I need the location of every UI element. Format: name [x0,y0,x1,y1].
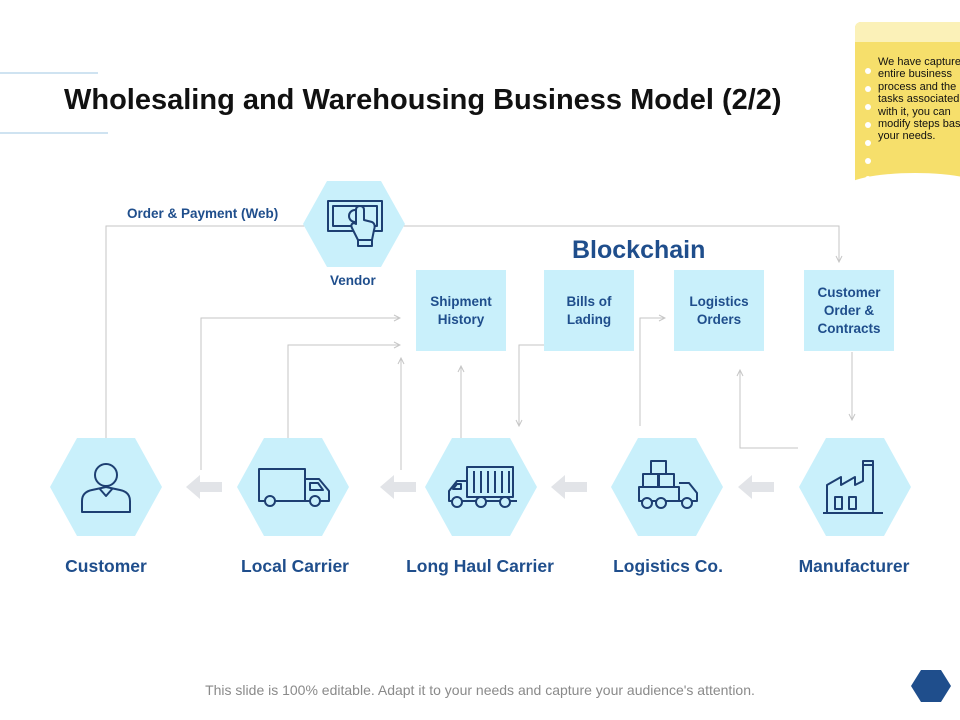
connector-localcarrier-shipment [287,345,400,438]
flow-arrow-2 [380,475,416,499]
connector-logistics-orders [639,318,665,426]
connector-bills-longhaul [519,344,544,426]
box-logistics-orders: Logistics Orders [674,270,764,351]
flow-arrow-1 [186,475,222,499]
user-icon [81,463,131,513]
label-manufacturer: Manufacturer [798,556,910,576]
truck-icon [448,466,517,508]
footer-text: This slide is 100% editable. Adapt it to… [205,682,755,698]
connector-manufacturer-logistics-orders [740,370,798,449]
money-hand-icon [327,200,383,247]
flow-arrow-3 [551,475,587,499]
decorative-line-top [0,72,98,74]
box-shipment-history: Shipment History [416,270,506,351]
hexagon-manufacturer [799,438,911,536]
flow-arrow-4 [738,475,774,499]
vendor-hexagon [303,181,405,267]
decorative-line-bottom [0,132,108,134]
vendor-label: Vendor [330,273,376,288]
web-flow-label: Order & Payment (Web) [127,206,279,221]
label-local-carrier: Local Carrier [241,556,349,576]
connector-customer-shipment [200,318,400,470]
sticky-note: We have captured entire business process… [855,22,960,185]
nav-hexagon[interactable] [911,670,951,702]
connector-lines [105,225,852,470]
label-customer: Customer [65,556,147,576]
label-long-haul-carrier: Long Haul Carrier [406,556,554,576]
hexagon-logistics-co [611,438,723,536]
label-logistics-co: Logistics Co. [613,556,723,576]
hexagon-long-haul-carrier [425,438,537,536]
hexagon-local-carrier [237,438,349,536]
box-bills-of-lading: Bills of Lading [544,270,634,351]
hexagon-customer [50,438,162,536]
connector-web-order [105,225,839,438]
box-customer-order-contracts: Customer Order & Contracts [804,270,894,351]
note-text: We have captured entire business process… [878,56,960,143]
factory-icon [823,460,883,514]
van-icon [258,468,330,507]
flow-arrows [186,475,774,499]
blockchain-label: Blockchain [572,236,706,264]
delivery-truck-icon [638,460,698,509]
slide-title: Wholesaling and Warehousing Business Mod… [64,84,782,116]
